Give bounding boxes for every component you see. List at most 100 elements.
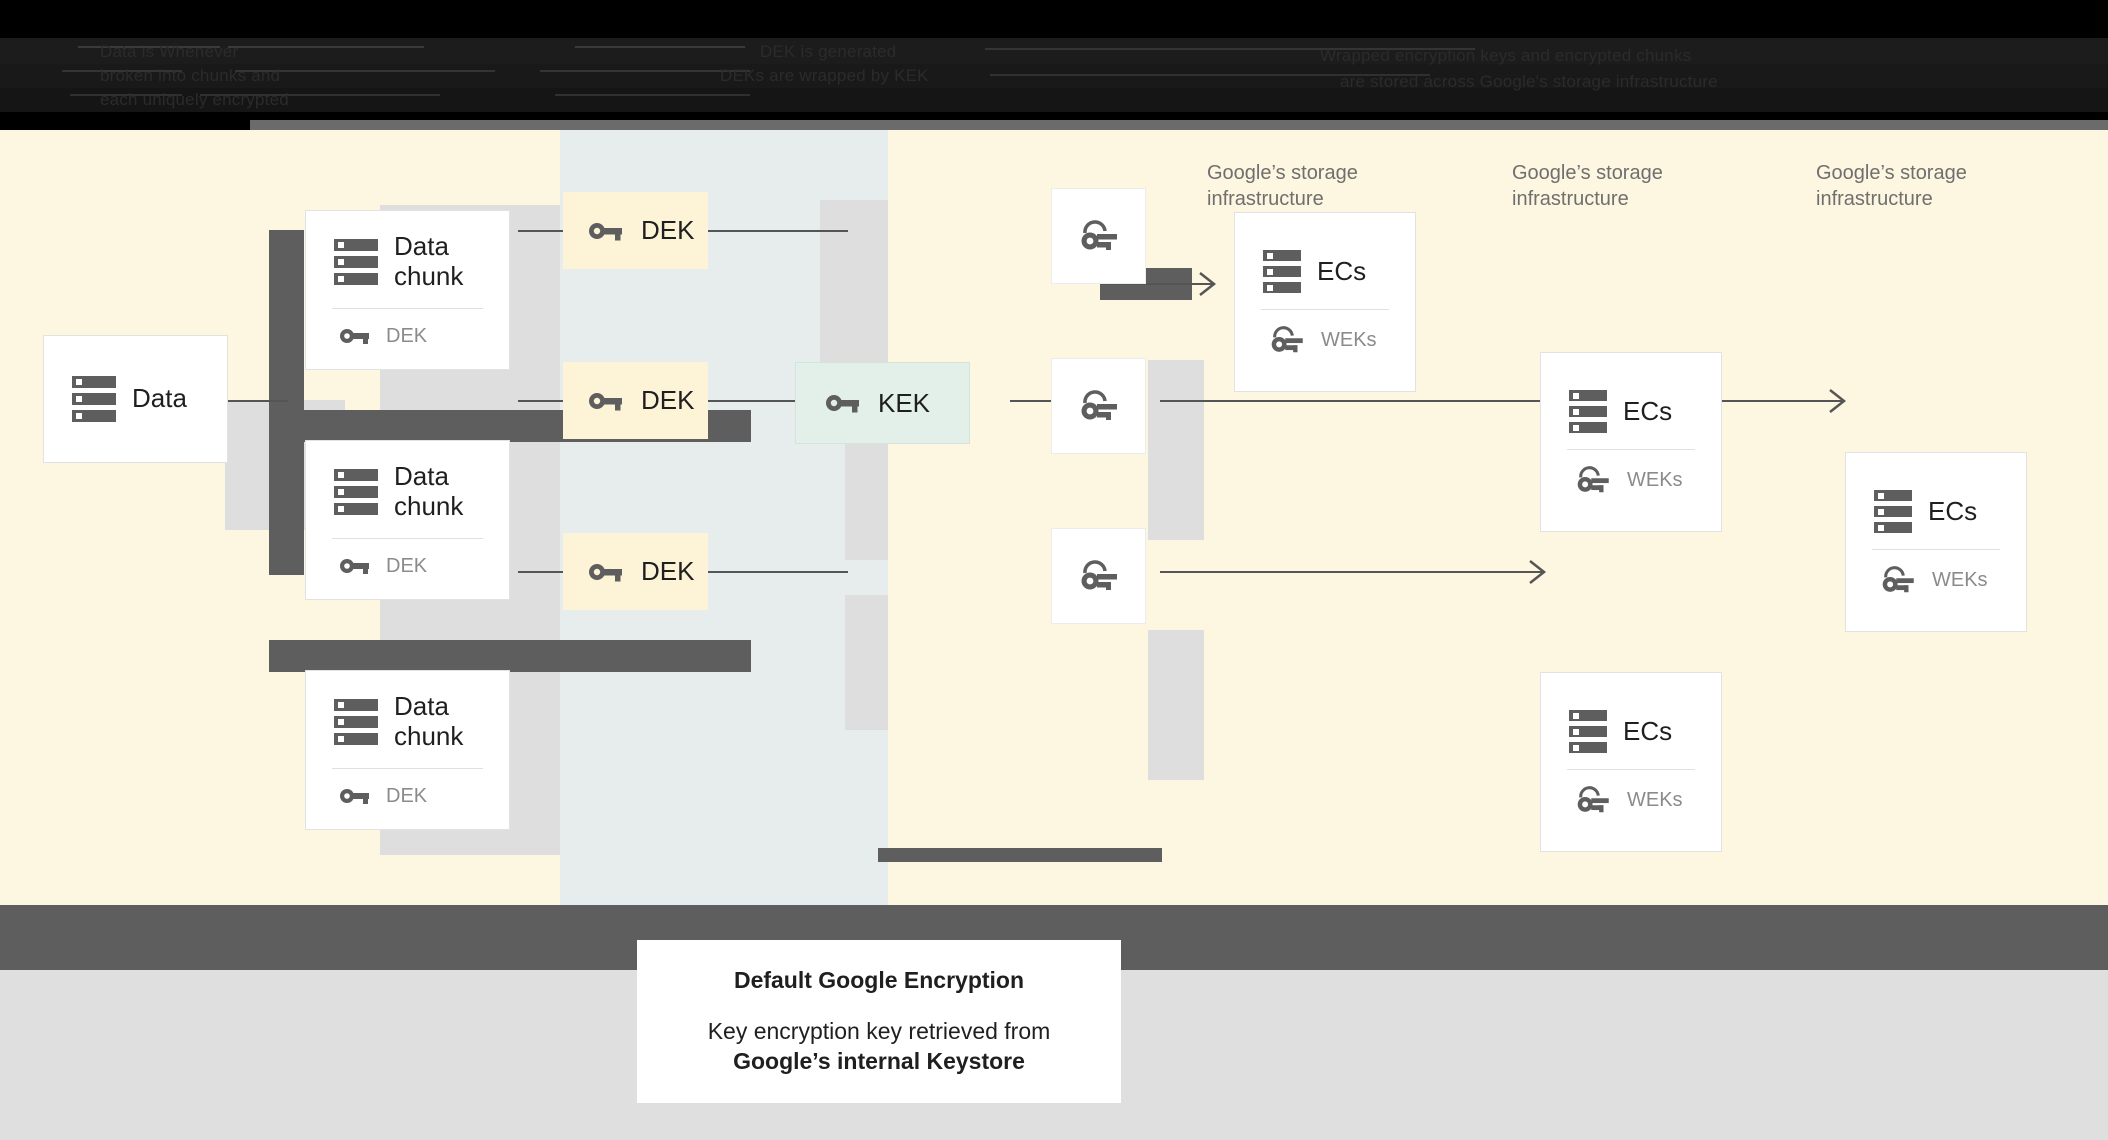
header-rule bbox=[555, 94, 750, 96]
chunk-card-row: Data chunk bbox=[306, 461, 509, 521]
header-rule bbox=[200, 94, 440, 96]
dek-box[interactable]: DEK bbox=[563, 192, 708, 269]
header-text-line: Wrapped encryption keys and encrypted ch… bbox=[1320, 46, 1692, 65]
card-divider bbox=[1567, 769, 1695, 770]
card-divider bbox=[332, 537, 483, 539]
ec-key-label: WEKs bbox=[1321, 328, 1377, 351]
key-icon bbox=[589, 563, 622, 581]
header-rule bbox=[235, 70, 495, 72]
caption-line-1: Key encryption key retrieved from bbox=[707, 1017, 1051, 1044]
caption-body: Key encryption key retrieved from Google… bbox=[708, 1016, 1051, 1077]
connector-line bbox=[708, 230, 848, 232]
ec-key-label: WEKs bbox=[1932, 568, 1988, 591]
connector-line bbox=[518, 571, 578, 573]
server-icon bbox=[1569, 390, 1607, 433]
server-icon bbox=[72, 376, 116, 422]
connector-line bbox=[518, 400, 578, 402]
wrapped-key-icon bbox=[1081, 560, 1117, 590]
key-icon bbox=[589, 392, 622, 410]
arrow-to-ec-bottom bbox=[1160, 560, 1547, 584]
wrapped-key-icon bbox=[1271, 326, 1303, 353]
chunk-key-label: DEK bbox=[386, 554, 428, 577]
ec-card-row: ECs bbox=[1846, 490, 2026, 533]
chunk-key-label: DEK bbox=[386, 324, 428, 347]
wrapped-key-icon bbox=[1081, 390, 1117, 420]
kek-box[interactable]: KEK bbox=[795, 362, 970, 444]
header-bottom-bar bbox=[250, 120, 2108, 130]
dek-box[interactable]: DEK bbox=[563, 533, 708, 610]
ec-key-row: WEKs bbox=[1846, 566, 2026, 594]
chunk-key-row: DEK bbox=[306, 555, 509, 578]
obscured-header: Data is Whenever broken into chunks and … bbox=[0, 0, 2108, 130]
ec-card-title: ECs bbox=[1317, 255, 1367, 286]
header-rule bbox=[990, 74, 1430, 76]
chunk-card-title: Data chunk bbox=[394, 461, 464, 521]
header-rule bbox=[78, 46, 220, 48]
data-card-row: Data bbox=[44, 376, 227, 422]
header-strip bbox=[0, 64, 2108, 88]
caption-line-2: Google’s internal Keystore bbox=[733, 1048, 1025, 1074]
data-card-title: Data bbox=[132, 383, 187, 414]
data-chunk-card[interactable]: Data chunk DEK bbox=[305, 210, 510, 370]
key-icon bbox=[340, 789, 369, 805]
header-rule bbox=[540, 70, 750, 72]
wrapped-key-box[interactable] bbox=[1051, 358, 1146, 454]
ec-card[interactable]: ECs WEKs bbox=[1540, 352, 1722, 532]
ec-card[interactable]: ECs WEKs bbox=[1234, 212, 1416, 392]
header-rule bbox=[228, 46, 424, 48]
panel-backing bbox=[845, 430, 888, 560]
ec-key-label: WEKs bbox=[1627, 788, 1683, 811]
key-icon bbox=[340, 559, 369, 575]
chunk-key-row: DEK bbox=[306, 325, 509, 348]
wrapped-key-icon bbox=[1882, 566, 1914, 593]
connector-line bbox=[228, 400, 288, 402]
server-icon bbox=[334, 699, 378, 745]
panel-backing bbox=[1148, 630, 1204, 780]
key-icon bbox=[826, 395, 859, 413]
chunk-key-label: DEK bbox=[386, 784, 428, 807]
kek-box-label: KEK bbox=[878, 387, 931, 418]
dek-box-label: DEK bbox=[641, 215, 695, 245]
diagram-canvas: Data Data chunk DEK Data c bbox=[0, 130, 2108, 905]
wrapped-key-icon bbox=[1577, 786, 1609, 813]
server-icon bbox=[1569, 710, 1607, 753]
card-divider bbox=[332, 767, 483, 769]
dek-box[interactable]: DEK bbox=[563, 362, 708, 439]
card-divider bbox=[1872, 549, 2000, 550]
storage-infrastructure-label: Google’s storage infrastructure bbox=[1816, 162, 1967, 211]
chunk-card-row: Data chunk bbox=[306, 231, 509, 291]
header-text-line: each uniquely encrypted bbox=[100, 90, 289, 109]
header-rule bbox=[62, 70, 182, 72]
wrapped-key-box[interactable] bbox=[1051, 528, 1146, 624]
header-text-line: broken into chunks and bbox=[100, 66, 281, 85]
panel-backing bbox=[845, 595, 888, 730]
data-chunk-card[interactable]: Data chunk DEK bbox=[305, 440, 510, 600]
redaction-bar bbox=[269, 230, 304, 575]
ec-key-row: WEKs bbox=[1541, 786, 1721, 814]
ec-key-row: WEKs bbox=[1541, 466, 1721, 494]
data-chunk-card[interactable]: Data chunk DEK bbox=[305, 670, 510, 830]
ec-card-bottom[interactable]: ECs WEKs bbox=[1540, 672, 1722, 852]
arrow-to-ec-top bbox=[1100, 272, 1217, 296]
redaction-bar bbox=[878, 848, 1162, 862]
header-text-line: DEKs are wrapped by KEK bbox=[720, 66, 929, 85]
ec-card-title: ECs bbox=[1623, 395, 1673, 426]
key-icon bbox=[589, 222, 622, 240]
wrapped-key-box[interactable] bbox=[1051, 188, 1146, 284]
card-divider bbox=[332, 307, 483, 309]
server-icon bbox=[1874, 490, 1912, 533]
dek-box-label: DEK bbox=[641, 385, 695, 415]
ec-card[interactable]: ECs WEKs bbox=[1845, 452, 2027, 632]
wrapped-key-icon bbox=[1577, 466, 1609, 493]
ec-card-title: ECs bbox=[1623, 715, 1673, 746]
storage-infrastructure-label: Google’s storage infrastructure bbox=[1207, 162, 1358, 211]
redaction-bar bbox=[269, 640, 751, 672]
server-icon bbox=[334, 239, 378, 285]
wrapped-key-icon bbox=[1081, 220, 1117, 250]
server-icon bbox=[334, 469, 378, 515]
connector-line bbox=[708, 571, 848, 573]
ec-card-row: ECs bbox=[1541, 710, 1721, 753]
data-card[interactable]: Data bbox=[43, 335, 228, 463]
ec-key-label: WEKs bbox=[1627, 468, 1683, 491]
